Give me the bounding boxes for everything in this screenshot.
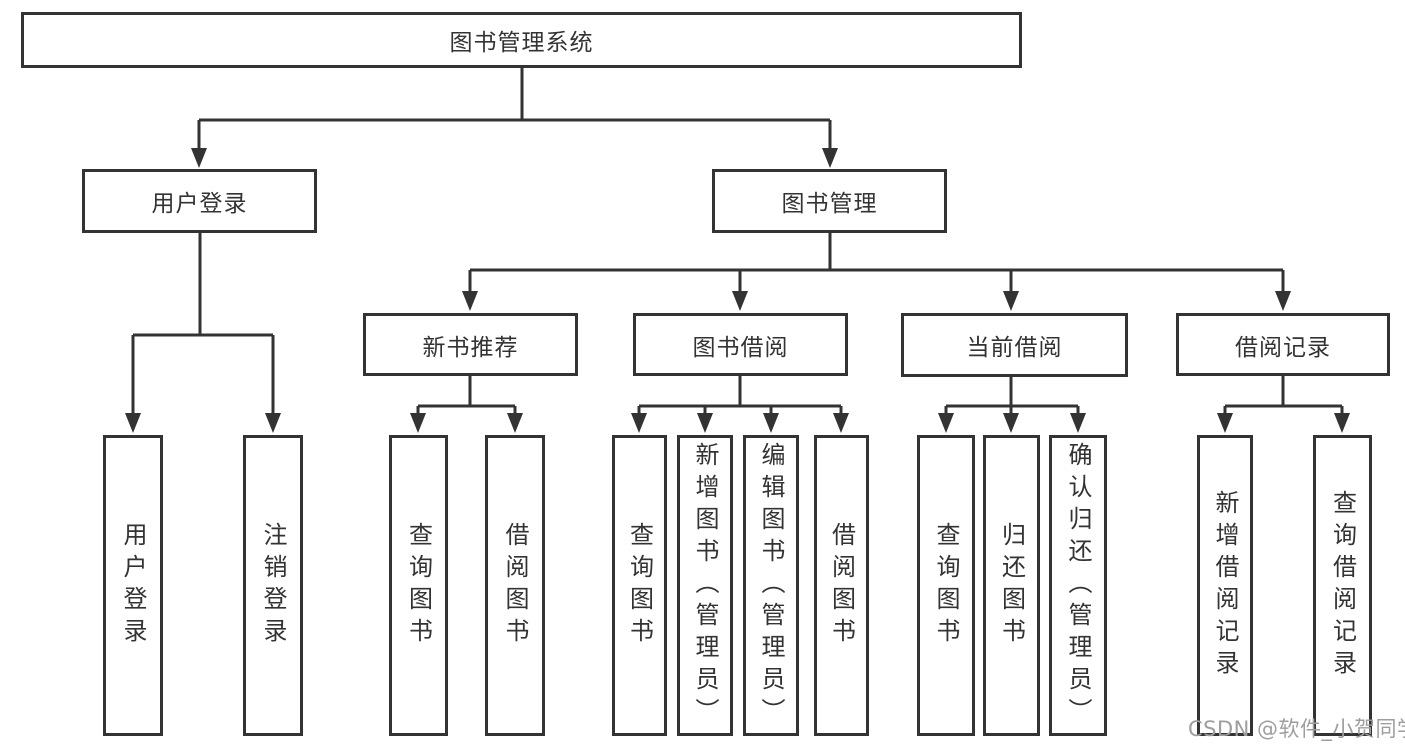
leaf-confirm-return-admin: 确认归还（管理员）	[1049, 435, 1107, 736]
leaf-query-books-recommend: 查询图书	[389, 435, 448, 736]
csdn-watermark: CSDN @软件_小贺同学	[1188, 717, 1405, 741]
node-current-borrowing: 当前借阅	[901, 313, 1128, 377]
leaf-user-login: 用户登录	[103, 435, 163, 736]
node-user-login: 用户登录	[82, 169, 317, 233]
node-new-book-recommend: 新书推荐	[363, 313, 578, 376]
node-book-borrowing: 图书借阅	[633, 313, 848, 376]
node-book-management: 图书管理	[712, 169, 947, 233]
leaf-query-borrow-record: 查询借阅记录	[1313, 435, 1372, 736]
leaf-borrow-books-borrowing: 借阅图书	[814, 435, 869, 736]
leaf-logout: 注销登录	[243, 435, 303, 736]
leaf-query-books-current: 查询图书	[917, 435, 975, 736]
node-borrowing-records: 借阅记录	[1176, 313, 1390, 376]
leaf-borrow-books-recommend: 借阅图书	[485, 435, 545, 736]
leaf-query-books-borrowing: 查询图书	[612, 435, 667, 736]
node-root-system: 图书管理系统	[21, 12, 1022, 68]
leaf-return-books: 归还图书	[983, 435, 1040, 736]
leaf-add-borrow-record: 新增借阅记录	[1197, 435, 1253, 736]
leaf-edit-books-admin: 编辑图书（管理员）	[743, 435, 799, 736]
leaf-add-books-admin: 新增图书（管理员）	[677, 435, 733, 736]
